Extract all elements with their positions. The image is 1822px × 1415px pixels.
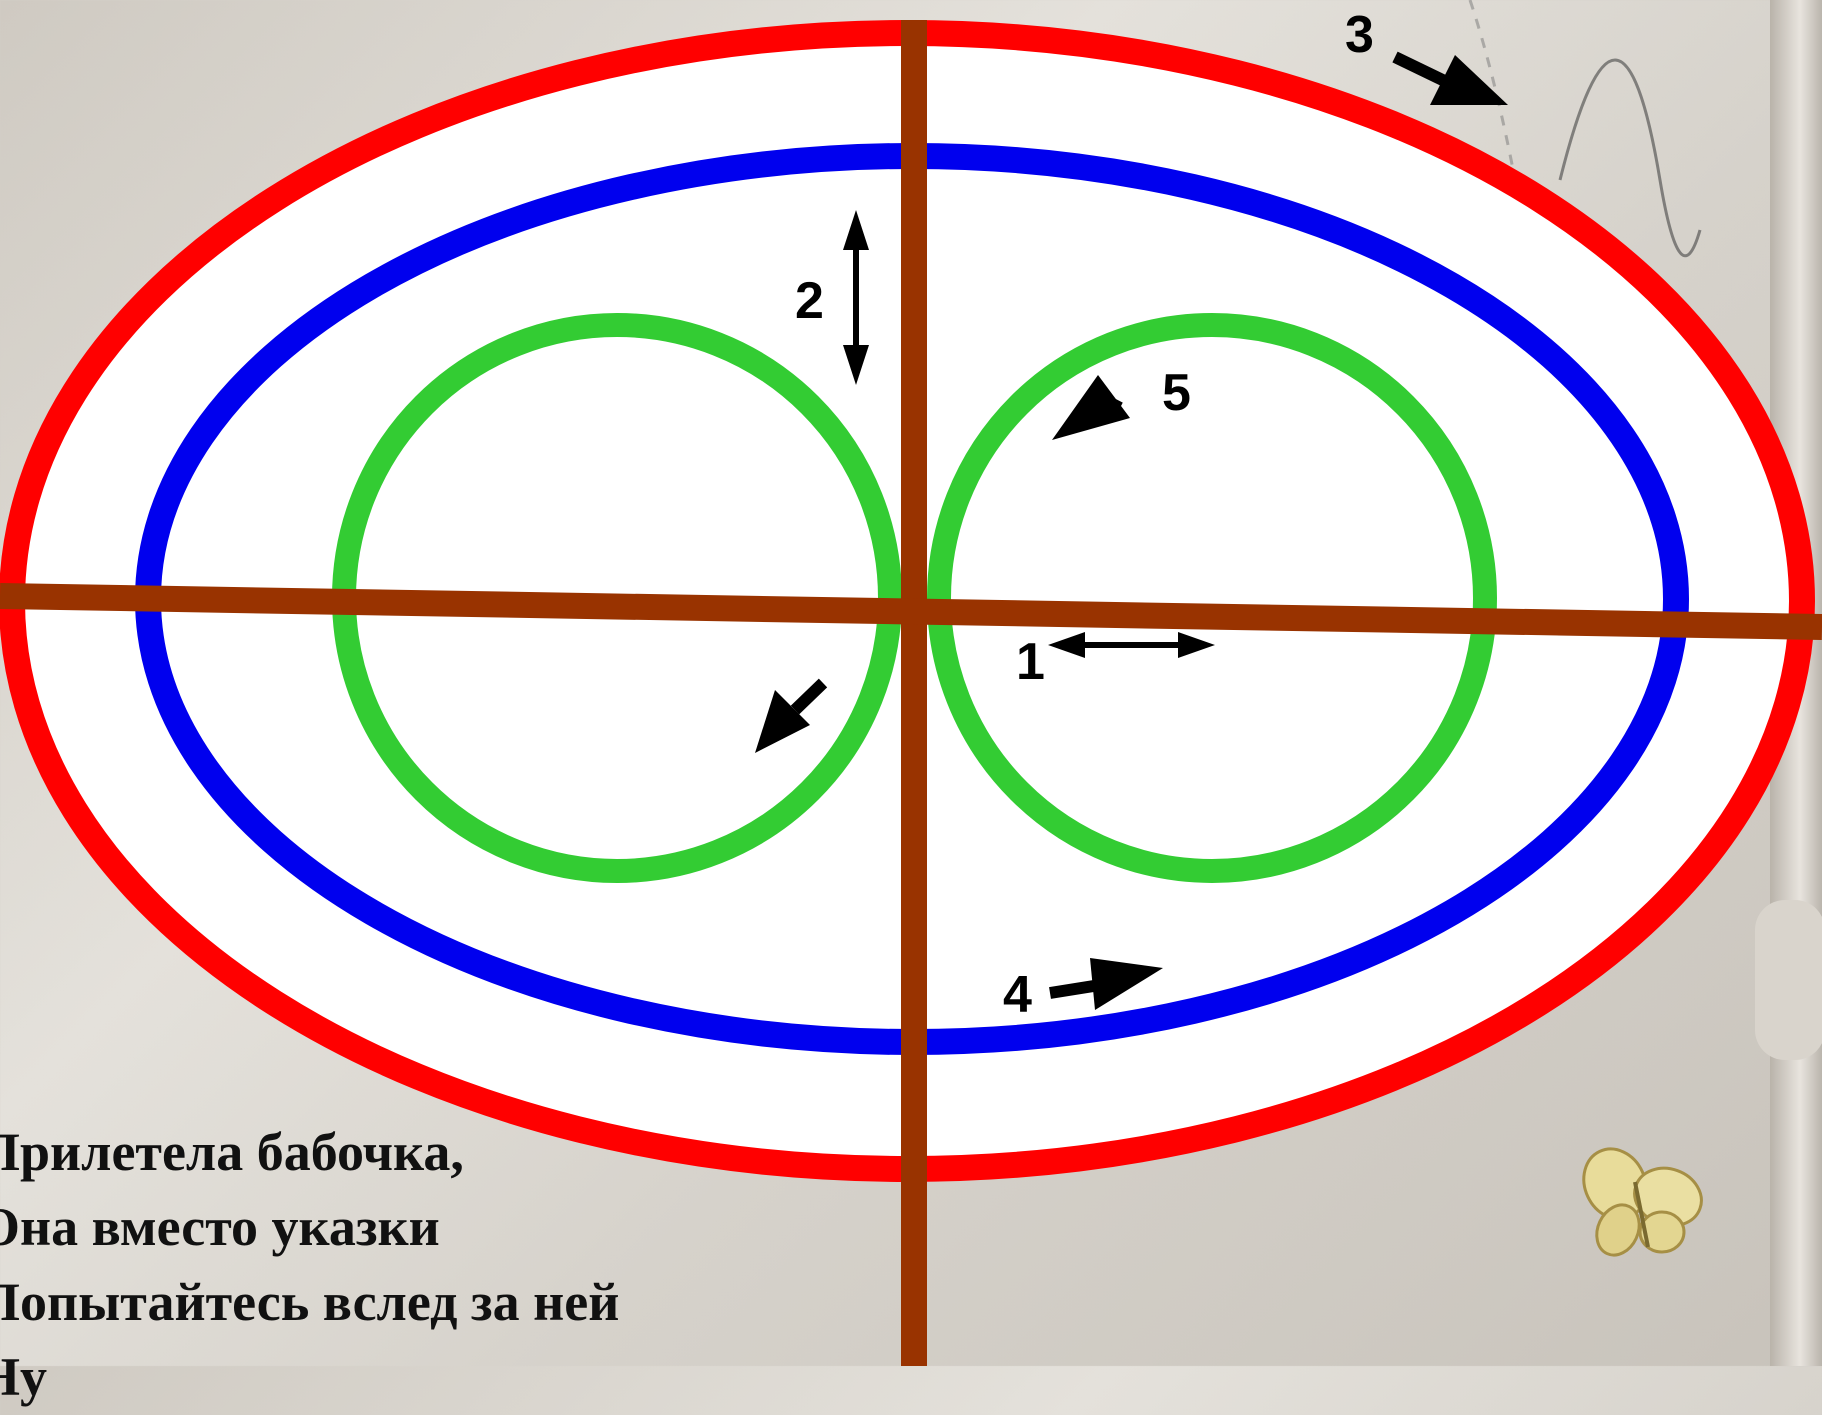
poem-line: Попытайтесь вслед за ней — [0, 1265, 619, 1340]
arrow-3-icon — [1395, 55, 1508, 105]
label-4: 4 — [1003, 966, 1032, 1024]
label-5: 5 — [1162, 364, 1191, 422]
poem-line: Ну — [0, 1340, 619, 1415]
label-3: 3 — [1345, 6, 1374, 64]
butterfly-icon — [1573, 1139, 1710, 1262]
label-2: 2 — [795, 272, 824, 330]
label-1: 1 — [1016, 633, 1045, 691]
slide: 1 2 3 4 5 Прилетела бабочка, Она вместо … — [0, 0, 1822, 1366]
column-base-decor — [1755, 900, 1822, 1060]
poem-line: Она вместо указки — [0, 1190, 619, 1265]
poem-text: Прилетела бабочка, Она вместо указки Поп… — [0, 1115, 619, 1415]
poem-line: Прилетела бабочка, — [0, 1115, 619, 1190]
